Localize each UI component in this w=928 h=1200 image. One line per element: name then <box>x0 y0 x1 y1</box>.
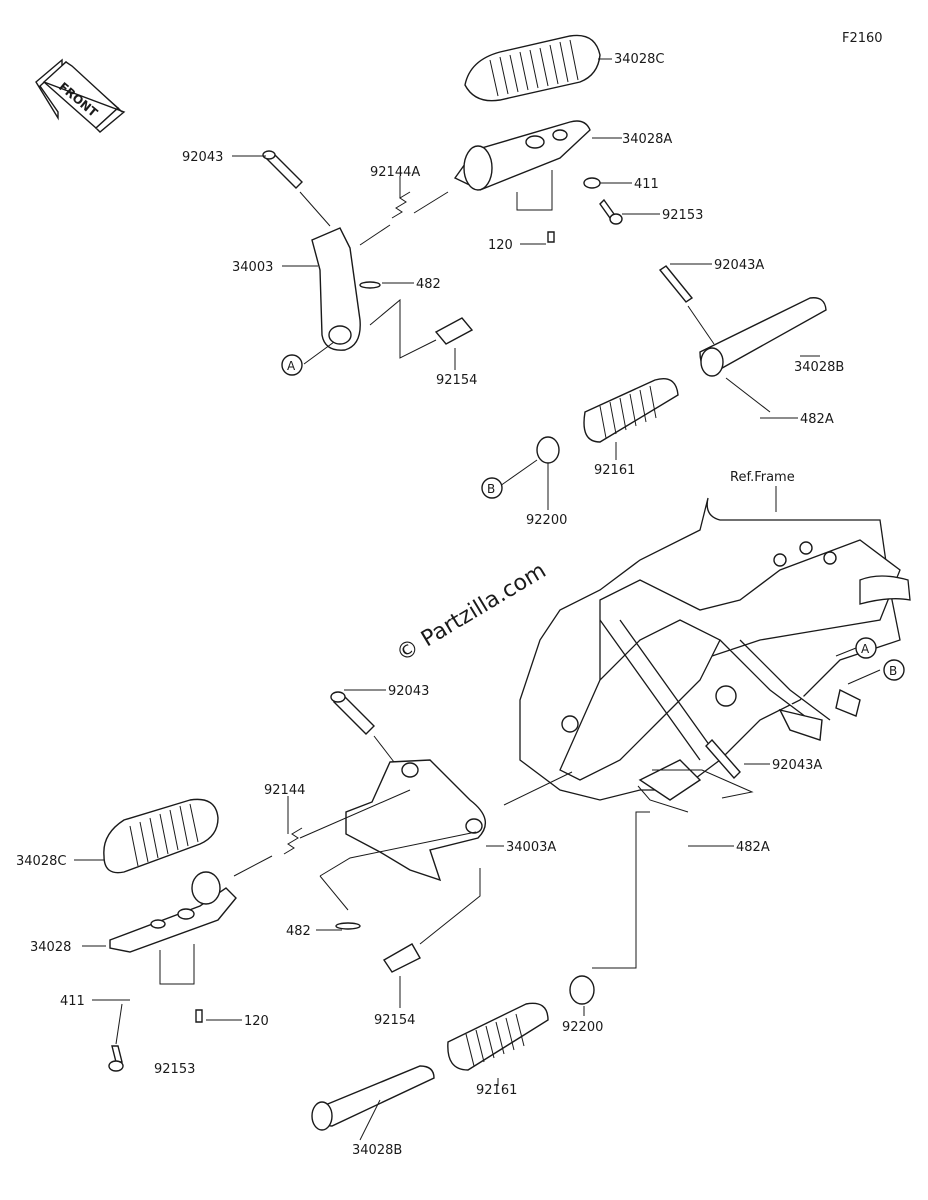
rubber-92161-bottom <box>447 1002 549 1071</box>
callout-a-frame: A <box>855 637 877 659</box>
label-482A-bottom: 482A <box>736 840 770 855</box>
label-120-bottom: 120 <box>244 1014 269 1029</box>
label-120-top: 120 <box>488 238 513 253</box>
label-34028B-bottom: 34028B <box>352 1143 402 1158</box>
label-34028B-top: 34028B <box>794 360 844 375</box>
clip-482-bottom <box>335 922 361 930</box>
bolt-120-bottom <box>195 1009 203 1023</box>
callout-b-frame: B <box>883 659 905 681</box>
pin-92043A-top <box>658 265 694 303</box>
pin-92153-top <box>599 198 623 225</box>
bottom-leaders <box>74 647 881 1141</box>
footpeg-top <box>453 120 591 191</box>
footpeg-bracket-34003A <box>345 759 487 882</box>
footpeg-rubber-bottom <box>103 798 219 874</box>
clip-482-top <box>359 281 381 289</box>
peg-34028B-top <box>699 297 827 377</box>
label-92153-bottom: 92153 <box>154 1062 195 1077</box>
label-92161-top: 92161 <box>594 463 635 478</box>
label-92144A: 92144A <box>370 165 420 180</box>
callout-b-top-label: B <box>487 482 495 496</box>
label-34003A: 34003A <box>506 840 556 855</box>
label-411-top: 411 <box>634 177 659 192</box>
ref-frame <box>519 497 911 801</box>
label-92200-top: 92200 <box>526 513 567 528</box>
label-92144: 92144 <box>264 783 305 798</box>
bolt-92154-bottom <box>383 943 421 973</box>
pin-92153-bottom <box>108 1045 124 1072</box>
footpeg-bracket-34003 <box>311 227 361 351</box>
label-482A-top: 482A <box>800 412 834 427</box>
callout-a-top-label: A <box>287 359 296 373</box>
label-92043-top: 92043 <box>182 150 223 165</box>
bolt-92154-top <box>434 317 474 345</box>
label-34028: 34028 <box>30 940 71 955</box>
callout-b-frame-label: B <box>889 664 897 678</box>
peg-34028B-bottom <box>311 1065 435 1131</box>
label-34028C-bottom: 34028C <box>16 854 66 869</box>
spring-92144A <box>391 191 411 219</box>
footpeg-rubber-top <box>464 34 601 102</box>
label-411-bottom: 411 <box>60 994 85 1009</box>
label-92043A-top: 92043A <box>714 258 764 273</box>
front-arrow-icon: FRONT <box>35 58 126 133</box>
label-92161-bottom: 92161 <box>476 1083 517 1098</box>
watermark: © Partzilla.com <box>392 558 550 667</box>
label-34028A: 34028A <box>622 132 672 147</box>
rubber-92161-top <box>583 377 679 443</box>
label-482-top: 482 <box>416 277 441 292</box>
callout-a-top: A <box>281 354 303 376</box>
label-92154-bottom: 92154 <box>374 1013 415 1028</box>
callout-a-frame-label: A <box>861 642 870 656</box>
callout-b-top: B <box>481 477 503 499</box>
ref-frame-label: Ref.Frame <box>730 470 795 485</box>
label-482-bottom: 482 <box>286 924 311 939</box>
label-34028C-top: 34028C <box>614 52 664 67</box>
top-leaders <box>232 58 820 510</box>
label-92153-top: 92153 <box>662 208 703 223</box>
footpeg-34028 <box>109 871 237 953</box>
label-92043A-bottom: 92043A <box>772 758 822 773</box>
washer-92200-top <box>536 436 560 464</box>
label-34003: 34003 <box>232 260 273 275</box>
washer-411-top <box>583 177 601 189</box>
figure-code: F2160 <box>842 31 883 46</box>
pin-92043A-bottom <box>705 738 741 780</box>
spring-92144 <box>283 827 303 855</box>
pin-92043-bottom <box>330 691 375 735</box>
label-92200-bottom: 92200 <box>562 1020 603 1035</box>
washer-92200-bottom <box>569 975 595 1005</box>
label-92043-bottom: 92043 <box>388 684 429 699</box>
label-92154-top: 92154 <box>436 373 477 388</box>
bolt-120-top <box>547 231 555 243</box>
pin-92043-top <box>262 150 303 189</box>
